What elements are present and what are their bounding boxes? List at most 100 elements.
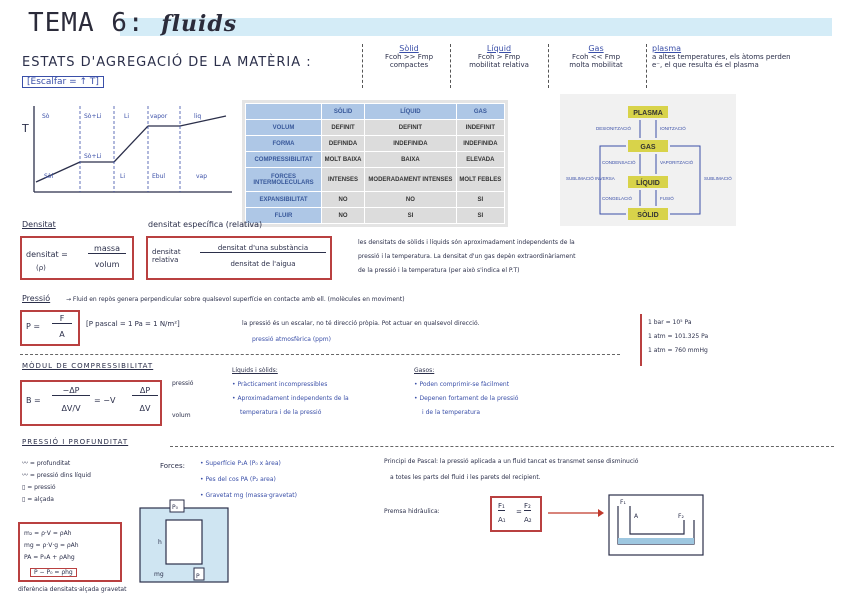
pressure-label: Pressió xyxy=(22,294,51,303)
state-col-solid: Sòlid Fcoh >> Fmp compactes xyxy=(374,44,444,69)
states-heading: ESTATS D'AGREGACIÓ DE LA MATÈRIA : xyxy=(22,55,312,70)
compress-formula-box: B = −ΔP ΔV/V = −V ΔP ΔV xyxy=(20,380,162,426)
state-line: mobilitat relativa xyxy=(469,61,529,69)
units-bracket xyxy=(640,314,642,366)
svg-text:mg: mg xyxy=(154,571,164,578)
title-band xyxy=(120,18,832,36)
phase-liquid: LÍQUID xyxy=(636,178,660,187)
state-line: e⁻, el que resulta és el plasma xyxy=(652,61,759,69)
state-line: molta mobilitat xyxy=(569,61,623,69)
svg-text:F₂: F₂ xyxy=(678,513,684,520)
svg-text:h: h xyxy=(158,539,162,546)
compress-label: MÒDUL DE COMPRESSIBILITAT xyxy=(22,362,154,370)
pressure-unit: [P pascal = 1 Pa = 1 N/m²] xyxy=(86,320,180,328)
table-header: GAS xyxy=(455,103,506,120)
depth-legend: 〰 = profunditat 〰 = pressió dins líquid … xyxy=(22,460,91,503)
pascal-principle: Principi de Pascal: la pressió aplicada … xyxy=(384,458,639,481)
svg-text:DESIONITZACIÓ: DESIONITZACIÓ xyxy=(596,125,632,131)
svg-text:Ebul: Ebul xyxy=(152,173,165,180)
density-note: les densitats de sòlids i líquids són ap… xyxy=(358,239,576,274)
state-name: Sòlid xyxy=(399,44,419,53)
hydraulic-press-label: Premsa hidràulica: xyxy=(384,508,440,515)
arrow-icon xyxy=(548,509,604,517)
state-col-plasma: plasma a altes temperatures, els àtoms p… xyxy=(652,44,842,69)
compress-tag-pressure: pressió xyxy=(172,380,194,387)
svg-text:CONGELACIÓ: CONGELACIÓ xyxy=(602,195,633,201)
state-line: Fcoh >> Fmp xyxy=(384,53,434,61)
graph-axis-label: T xyxy=(21,122,29,135)
section-divider xyxy=(170,446,834,447)
gases-notes: Gasos: • Poden comprimir-se fàcilment • … xyxy=(414,367,519,416)
svg-text:IONITZACIÓ: IONITZACIÓ xyxy=(660,125,686,131)
hydraulic-formula-box: F₁ A₁ = F₂ A₂ xyxy=(490,496,542,532)
divider xyxy=(548,44,549,88)
section-divider xyxy=(20,354,620,355)
table-header xyxy=(245,103,322,120)
density-relative-label: densitat específica (relativa) xyxy=(148,220,263,229)
divider xyxy=(362,44,363,88)
svg-text:SUBLIMACIÓ: SUBLIMACIÓ xyxy=(704,175,732,181)
state-col-gas: Gas Fcoh << Fmp molta mobilitat xyxy=(552,44,640,69)
svg-text:A: A xyxy=(634,513,639,520)
compress-tag-volume: volum xyxy=(172,412,191,419)
density-formula-box: densitat = (ρ) massa volum xyxy=(20,236,134,280)
title-topic: fluids xyxy=(161,11,238,37)
svg-text:Sò: Sò xyxy=(42,113,50,120)
phase-gas: GAS xyxy=(640,144,656,151)
pressure-formula-box: P = F A xyxy=(20,310,80,346)
svg-text:FUSIÓ: FUSIÓ xyxy=(660,195,674,201)
depth-label: PRESSIÓ I PROFUNDITAT xyxy=(22,438,129,446)
depth-footnote: diferència densitats·alçada gravetat xyxy=(18,586,127,593)
density-label: Densitat xyxy=(22,220,56,229)
heating-curve-graph: T Sò Sò+Li Li vapor liq Sò+Li Sòl Li Ebu… xyxy=(21,106,232,193)
svg-text:VAPORITZACIÓ: VAPORITZACIÓ xyxy=(660,159,694,165)
fluid-container-diagram: P₀ h mg P xyxy=(139,499,229,583)
table-header: SÒLID xyxy=(320,103,366,120)
table-header: LÍQUID xyxy=(364,103,457,120)
svg-text:P₀: P₀ xyxy=(172,504,179,511)
svg-text:Sò+Li: Sò+Li xyxy=(84,113,102,120)
depth-equations-box: m₂ = ρ·V = ρAh mg = ρ·V·g = ρAh PA = P₀A… xyxy=(18,522,122,582)
svg-text:vapor: vapor xyxy=(150,113,168,120)
svg-text:Sòl: Sòl xyxy=(44,173,53,180)
svg-text:Li: Li xyxy=(120,173,125,180)
svg-text:vap: vap xyxy=(196,173,207,180)
states-subheading: [Escalfar = ↑ T] xyxy=(22,76,104,88)
liquids-solids-notes: Líquids i sòlids: • Pràcticament incompr… xyxy=(232,367,349,416)
relative-density-formula-box: densitat relativa densitat d'una substàn… xyxy=(146,236,332,280)
svg-text:liq: liq xyxy=(194,113,201,120)
svg-text:P: P xyxy=(196,573,200,580)
pressure-units: 1 bar = 10⁵ Pa 1 atm = 101.325 Pa 1 atm … xyxy=(648,319,709,354)
state-name: Gas xyxy=(588,44,604,53)
phase-diagram: PLASMA GAS LÍQUID SÒLID DESIONITZACIÓ IO… xyxy=(560,94,736,226)
divider xyxy=(646,44,647,88)
svg-text:SUBLIMACIÓ INVERSA: SUBLIMACIÓ INVERSA xyxy=(566,175,615,181)
svg-text:CONDENSACIÓ: CONDENSACIÓ xyxy=(602,159,636,165)
svg-text:F₁: F₁ xyxy=(620,499,626,506)
page-title: TEMA 6: fluids xyxy=(28,8,237,38)
pressure-note: la pressió és un escalar, no té direcció… xyxy=(242,320,480,327)
state-line: a altes temperatures, els àtoms perden xyxy=(652,53,791,61)
state-line: Fcoh << Fmp xyxy=(571,53,621,61)
title-main: TEMA 6: xyxy=(28,8,145,38)
divider xyxy=(450,44,451,88)
forces-list: • Superfície P₁A (P₀ x àrea) • Pes del c… xyxy=(200,460,297,499)
phase-plasma: PLASMA xyxy=(633,110,663,117)
forces-title: Forces: xyxy=(160,462,185,470)
state-line: compactes xyxy=(389,61,429,69)
svg-text:Li: Li xyxy=(124,113,129,120)
state-col-liquid: Líquid Fcoh > Fmp mobilitat relativa xyxy=(456,44,542,69)
state-line: Fcoh > Fmp xyxy=(477,53,521,61)
state-name: plasma xyxy=(652,44,682,53)
svg-text:Sò+Li: Sò+Li xyxy=(84,153,102,160)
phase-solid: SÒLID xyxy=(637,210,658,219)
pressure-definition: → Fluid en repòs genera perpendicular so… xyxy=(66,296,405,303)
